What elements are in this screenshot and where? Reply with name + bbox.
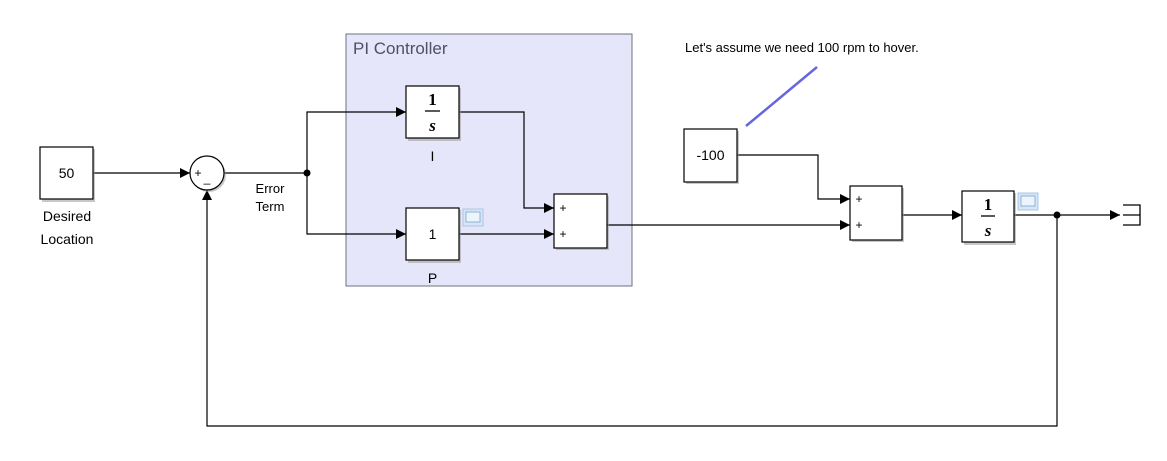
branch-point-error [303, 169, 311, 177]
sum-sign: + [559, 227, 566, 241]
sum-block-pi[interactable]: + + [553, 193, 609, 250]
wire-feedback[interactable] [202, 190, 1058, 427]
signal-lines [93, 107, 1120, 427]
wire-i-to-pisum[interactable] [459, 111, 554, 213]
sum-block-error[interactable]: + _ [189, 155, 226, 192]
signal-label: Error [256, 181, 286, 196]
block-label: Location [41, 231, 94, 247]
gain-value: 1 [429, 226, 437, 242]
integrator-block-plant[interactable]: 1 s [961, 190, 1016, 245]
sum-sign-plus: + [194, 166, 201, 180]
gain-block-p[interactable]: 1 P [405, 207, 461, 286]
tf-denominator: s [428, 116, 436, 135]
tf-numerator: 1 [428, 90, 437, 109]
sum-sign: + [855, 192, 862, 206]
annotation-connector [745, 66, 818, 127]
annotation-text[interactable]: Let's assume we need 100 rpm to hover. [685, 40, 919, 55]
badge-icon[interactable] [462, 208, 484, 227]
block-label: I [431, 148, 435, 164]
tf-denominator: s [984, 221, 992, 240]
wire-offset-to-outersum[interactable] [737, 154, 850, 204]
branch-point-output [1053, 211, 1061, 219]
wire-error-to-p[interactable] [306, 173, 406, 239]
integrator-block-i[interactable]: 1 s I [405, 85, 461, 164]
sum-sign: + [559, 201, 566, 215]
sum-sign: + [855, 218, 862, 232]
constant-value: 50 [59, 165, 75, 181]
terminator-block[interactable] [1123, 204, 1141, 226]
constant-block-hover-offset[interactable]: -100 [683, 128, 739, 184]
sum-block-outer[interactable]: + + [849, 185, 904, 242]
constant-block-desired-location[interactable]: 50 Desired Location [39, 146, 95, 247]
constant-value: -100 [696, 147, 724, 163]
pi-controller-title: PI Controller [353, 39, 448, 58]
badge-icon[interactable] [1017, 192, 1039, 211]
signal-label: Term [256, 199, 285, 214]
tf-numerator: 1 [984, 195, 993, 214]
pi-controller-area[interactable]: PI Controller [345, 33, 633, 287]
block-label: P [428, 270, 437, 286]
wire-error-to-i[interactable] [306, 107, 406, 173]
block-label: Desired [43, 208, 91, 224]
sum-sign-minus: _ [203, 171, 211, 185]
